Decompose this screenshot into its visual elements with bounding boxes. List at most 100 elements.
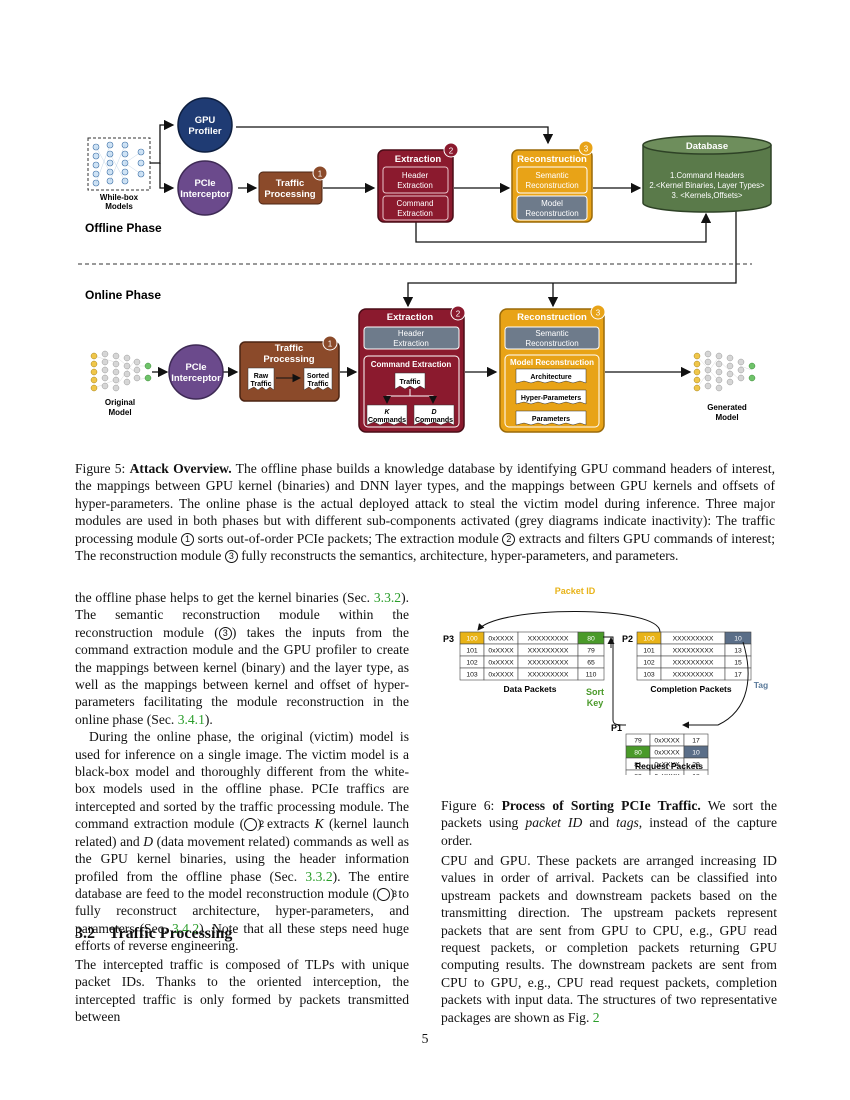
gpu-profiler-node (177, 97, 233, 153)
packet-cell-text: 18 (692, 774, 700, 775)
ref-3-3-2-b[interactable]: 3.3.2 (305, 868, 333, 884)
database-line-3: 3. <Kernels,Offsets> (672, 191, 743, 200)
packet-cell-text: 29 (692, 762, 700, 769)
database-line-1: 1.Command Headers (670, 171, 744, 180)
circled-2: 2 (502, 532, 516, 546)
completion-packets-label: Completion Packets (650, 684, 732, 694)
page-number: 5 (421, 1031, 429, 1046)
p3-label: P3 (443, 634, 454, 644)
badge-2-online (450, 305, 466, 321)
database-line-2: 2.<Kernel Binaries, Layer Types> (649, 181, 765, 190)
reconstruction-online-title: Reconstruction (517, 312, 587, 323)
database-cylinder (642, 135, 772, 213)
packet-cell (724, 667, 752, 681)
online-phase-label: Online Phase (85, 288, 161, 302)
packet-cell-text: 0xXXXX (488, 672, 514, 679)
ref-3-3-2[interactable]: 3.3.2 (373, 590, 402, 605)
packet-cell-text: 0xXXXX (488, 636, 514, 643)
left-column: the offline phase helps to get the kerne… (75, 589, 409, 955)
packet-cell-text: 0xXXXX (654, 738, 680, 745)
k-commands-doc (366, 404, 408, 426)
packet-cell (577, 667, 605, 681)
tag-label: Tag (754, 680, 768, 690)
packet-cell-text: 82 (634, 774, 642, 775)
packet-cell-text: 17 (734, 672, 742, 679)
original-model-icon (90, 350, 152, 392)
packet-cell-text: 101 (466, 648, 478, 655)
packet-cell-text: 0xXXXX (488, 660, 514, 667)
packet-cell-text: XXXXXXXXX (528, 648, 569, 655)
packet-cell-text: 0xXXXX (654, 762, 680, 769)
traffic-processing-offline (258, 171, 323, 205)
packet-cell-text: 0xXXXX (654, 774, 680, 775)
architecture-label: Architecture (530, 374, 571, 381)
extraction-online-title: Extraction (387, 312, 434, 323)
packet-cell-text: 0xXXXX (654, 750, 680, 757)
badge-3-offline (578, 140, 594, 156)
ref-3-4-2[interactable]: 3.4.2 (171, 920, 200, 936)
packet-cell-text: XXXXXXXXX (673, 672, 714, 679)
badge-2-offline-text: 2 (449, 147, 454, 156)
packet-id-label: Packet ID (555, 586, 596, 596)
packet-cell-text: 0xXXXX (488, 648, 514, 655)
packet-cell-text: XXXXXXXXX (673, 648, 714, 655)
extraction-offline-title: Extraction (395, 154, 442, 165)
packet-cell (683, 769, 709, 775)
packet-cell-text: 81 (634, 762, 642, 769)
badge-1-online (322, 335, 338, 351)
packet-cell-text: 101 (643, 648, 655, 655)
database-title: Database (686, 141, 728, 152)
packet-cell-text: 100 (643, 636, 655, 643)
section-paragraph: The intercepted traffic is composed of T… (75, 957, 409, 1025)
packet-cell-text: XXXXXXXXX (528, 636, 569, 643)
figure-6-sorting: Packet ID P3 100 0xXXXX XXXXXXXXX 80 101 0xXX… (443, 586, 768, 775)
whitebox-network-icon (87, 137, 151, 191)
p1-label: P1 (611, 723, 622, 733)
d-commands-doc (413, 404, 455, 426)
model-reconstruction-online-title: Model Reconstruction (510, 358, 594, 367)
figure-5-caption: Figure 5: Attack Overview. The offline p… (75, 461, 776, 564)
data-packets-label: Data Packets (504, 684, 557, 694)
figure-6-caption: Figure 6: Process of Sorting PCIe Traffi… (441, 798, 778, 848)
packet-cell-text: 102 (466, 660, 478, 667)
badge-3-online (590, 304, 606, 320)
packet-cell-text: 79 (587, 648, 595, 655)
packet-cell-text: XXXXXXXXX (528, 660, 569, 667)
raw-traffic-doc (247, 367, 275, 391)
badge-1-offline (312, 165, 328, 181)
packet-cell-text: 13 (734, 648, 742, 655)
left-paragraph-2: During the online phase, the original (v… (75, 729, 410, 954)
request-packets-table: 790xXXXX17800xXXXX10810xXXXX29820xXXXX18 (625, 733, 709, 775)
generated-model-icon (693, 350, 756, 392)
right-column: CPU and GPU. These packets are arranged … (441, 853, 777, 1025)
packet-cell-text: 80 (587, 636, 595, 643)
badge-3-offline-text: 3 (584, 145, 589, 154)
badge-2-online-text: 2 (456, 310, 461, 319)
packet-cell-text: 15 (734, 660, 742, 667)
badge-2-offline (443, 142, 459, 158)
left-paragraph-1: the offline phase helps to get the kerne… (75, 590, 410, 727)
ref-3-4-1[interactable]: 3.4.1 (177, 711, 205, 727)
ref-fig-2[interactable]: 2 (592, 1009, 600, 1025)
packet-cell (625, 769, 651, 775)
pcie-interceptor-offline (177, 160, 233, 216)
command-extraction-online-title: Command Extraction (371, 360, 452, 369)
hyper-parameters-label: Hyper-Parameters (521, 395, 581, 402)
packet-cell-text: 65 (587, 660, 595, 667)
packet-cell-text: 10 (734, 636, 742, 643)
